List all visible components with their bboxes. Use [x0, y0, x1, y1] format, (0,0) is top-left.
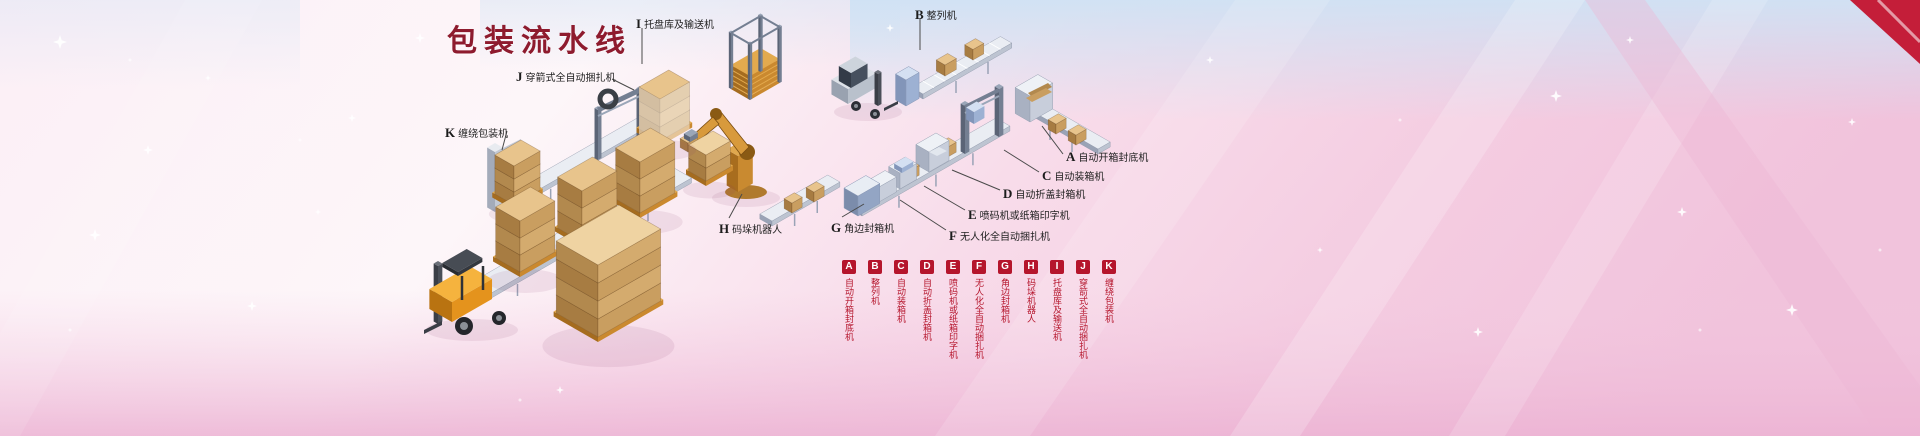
pink-diagonal-band: [1585, 0, 1920, 436]
callout-label: 穿箭式全自动捆扎机: [525, 73, 616, 84]
sparkles: [53, 24, 1882, 402]
legend-item-E: E 喷码机或纸箱印字机: [946, 260, 960, 359]
legend-item-C: C 自动装箱机: [894, 260, 908, 359]
legend: A 自动开箱封底机 B 整列机 C 自动装箱机 D 自动折盖封箱机 E 喷码机或…: [842, 260, 1116, 359]
legend-letter-badge: I: [1050, 260, 1064, 274]
legend-label: 整列机: [870, 278, 880, 305]
legend-letter-badge: A: [842, 260, 856, 274]
callout-line-H: [728, 193, 743, 219]
callout-label: 自动折盖封箱机: [1015, 190, 1086, 201]
callout-line-J: [611, 78, 635, 91]
legend-item-B: B 整列机: [868, 260, 882, 359]
callout-letter: C: [1042, 168, 1052, 183]
legend-letter-badge: E: [946, 260, 960, 274]
pallet-magazine-I: [728, 13, 782, 100]
callout-letter: G: [831, 220, 842, 235]
legend-letter-badge: B: [868, 260, 882, 274]
background-blue-band-2: [480, 0, 900, 70]
corner-ribbon: [1850, 0, 1920, 64]
callout-label: 码垛机器人: [732, 225, 783, 236]
banner-title: 包装流水线: [447, 25, 632, 58]
background-pink-fade: [0, 290, 1920, 436]
callout-letter: B: [915, 7, 924, 22]
callout-label: 角边封箱机: [844, 224, 895, 235]
forklift-upper: [831, 56, 902, 121]
legend-item-G: G 角边封箱机: [998, 260, 1012, 359]
legend-item-H: H 码垛机器人: [1024, 260, 1038, 359]
legend-letter-badge: J: [1076, 260, 1090, 274]
legend-letter-badge: F: [972, 260, 986, 274]
legend-item-D: D 自动折盖封箱机: [920, 260, 934, 359]
callout-letter: E: [968, 207, 977, 222]
palletizer-robot-H: [679, 108, 780, 207]
legend-item-I: I 托盘库及输送机: [1050, 260, 1064, 359]
callout-label: 自动装箱机: [1054, 172, 1105, 183]
callout-line-G: [841, 203, 865, 218]
legend-label: 穿箭式全自动捆扎机: [1078, 278, 1088, 359]
legend-label: 缠绕包装机: [1104, 278, 1114, 323]
callout-label: 喷码机或纸箱印字机: [979, 211, 1070, 222]
corner-ribbon-line: [1876, 0, 1920, 44]
legend-label: 无人化全自动捆扎机: [974, 278, 984, 359]
legend-letter-badge: H: [1024, 260, 1038, 274]
legend-item-J: J 穿箭式全自动捆扎机: [1076, 260, 1090, 359]
legend-label: 自动开箱封底机: [844, 278, 854, 341]
callout-letter: I: [636, 16, 642, 31]
callout-letter: F: [949, 228, 957, 243]
callout-line-E: [923, 185, 966, 211]
callout-label: 整列机: [926, 11, 957, 22]
legend-label: 角边封箱机: [1000, 278, 1010, 323]
callout-line-A: [1041, 125, 1064, 155]
callout-line-D: [951, 169, 1001, 191]
legend-item-K: K 缠绕包装机: [1102, 260, 1116, 359]
aligner-line-B: [895, 36, 1013, 107]
legend-label: 喷码机或纸箱印字机: [948, 278, 958, 359]
callout-letter: J: [516, 69, 523, 84]
callout-letter: A: [1066, 149, 1076, 164]
callout-line-C: [1003, 149, 1040, 173]
callout-label: 缠绕包装机: [458, 129, 509, 140]
callout-letter: H: [719, 221, 730, 236]
legend-label: 托盘库及输送机: [1052, 278, 1062, 341]
bulk-stack: [542, 204, 675, 368]
legend-item-A: A 自动开箱封底机: [842, 260, 856, 359]
background-blue-band-3: [0, 0, 300, 90]
legend-letter-badge: C: [894, 260, 908, 274]
legend-label: 自动折盖封箱机: [922, 278, 932, 341]
callout-label: 托盘库及输送机: [644, 20, 715, 31]
callout-label: 无人化全自动捆扎机: [959, 232, 1050, 243]
transfer-conveyor: [759, 174, 841, 227]
callout-label: 自动开箱封底机: [1078, 153, 1149, 164]
callout-line-K: [501, 130, 508, 151]
legend-letter-badge: G: [998, 260, 1012, 274]
callout-line-F: [899, 199, 947, 231]
legend-letter-badge: K: [1102, 260, 1116, 274]
legend-item-F: F 无人化全自动捆扎机: [972, 260, 986, 359]
legend-label: 码垛机器人: [1026, 278, 1036, 323]
light-stripes: [0, 0, 1768, 436]
callout-letter: K: [445, 125, 456, 140]
forklift-lower: [424, 249, 518, 341]
legend-label: 自动装箱机: [896, 278, 906, 323]
packing-line-CDEFG: [843, 84, 1011, 217]
callout-letter: D: [1003, 186, 1013, 201]
legend-letter-badge: D: [920, 260, 934, 274]
erector-line-A: [1014, 74, 1111, 155]
